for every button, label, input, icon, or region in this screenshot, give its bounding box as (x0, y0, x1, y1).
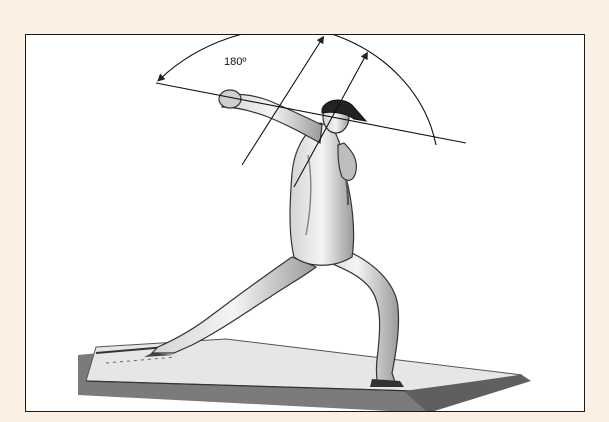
mound-mat (78, 339, 531, 412)
figure-frame: 180º (25, 34, 585, 412)
glove-arm (338, 143, 356, 180)
pitcher-illustration: 180º (26, 35, 585, 412)
angle-label: 180º (224, 56, 246, 68)
